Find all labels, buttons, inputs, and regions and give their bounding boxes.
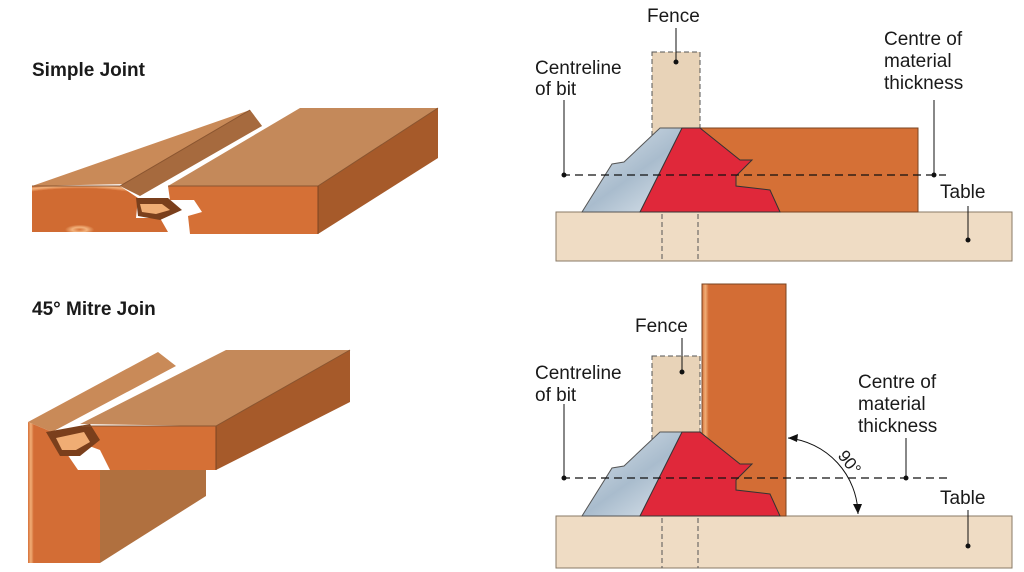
top-centreline-label-2: of bit bbox=[535, 79, 577, 100]
top-centre-label-3: thickness bbox=[884, 73, 963, 94]
fence-bottom bbox=[651, 355, 701, 443]
simple-joint-illustration bbox=[32, 107, 439, 234]
top-fence-label: Fence bbox=[647, 6, 700, 27]
top-centreline-label-1: Centreline bbox=[535, 58, 622, 79]
top-centre-label-2: material bbox=[884, 51, 952, 72]
cutter-bit-bottom bbox=[639, 431, 781, 517]
top-table-label: Table bbox=[940, 182, 985, 203]
bottom-centre-label-3: thickness bbox=[858, 416, 937, 437]
bottom-table-label: Table bbox=[940, 488, 985, 509]
mitre-joint-illustration bbox=[28, 349, 351, 563]
bottom-centreline-label-1: Centreline bbox=[535, 363, 622, 384]
top-centre-label-1: Centre of bbox=[884, 29, 963, 50]
top-router-diagram bbox=[555, 28, 1013, 262]
bottom-centreline-label-2: of bit bbox=[535, 385, 577, 406]
bottom-router-diagram bbox=[555, 283, 1013, 569]
bottom-centre-label-2: material bbox=[858, 394, 926, 415]
table-top bbox=[555, 211, 1013, 262]
table-bottom bbox=[555, 515, 1013, 569]
cutter-bit-top bbox=[639, 127, 781, 213]
angle-label: 90° bbox=[834, 447, 865, 479]
fence-top bbox=[651, 51, 701, 139]
simple-joint-title: Simple Joint bbox=[32, 60, 146, 81]
bottom-fence-label: Fence bbox=[635, 316, 688, 337]
mitre-join-title: 45° Mitre Join bbox=[32, 299, 156, 320]
bottom-centre-label-1: Centre of bbox=[858, 372, 937, 393]
